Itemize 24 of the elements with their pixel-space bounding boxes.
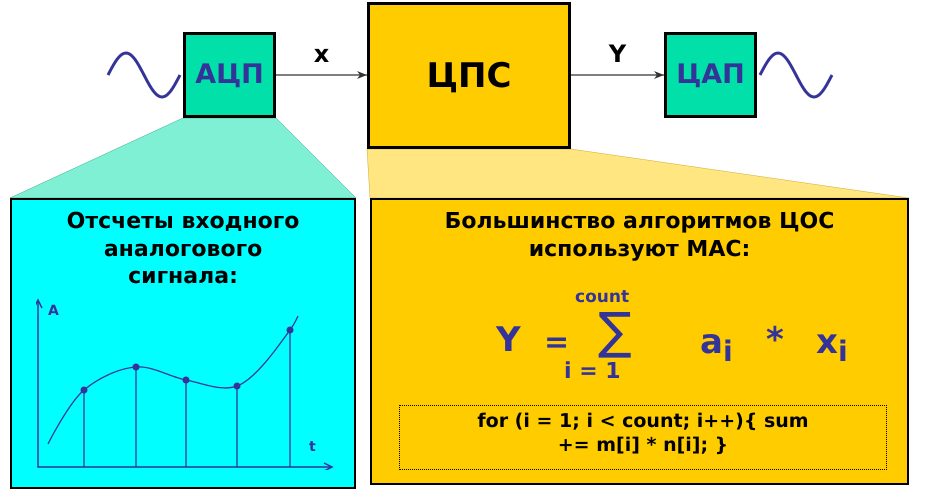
panel-heading: Большинство алгоритмов ЦОС используют МАС:	[444, 208, 836, 263]
panel-heading: Отсчеты входного аналогового сигнала:	[66, 208, 300, 290]
code-box	[399, 405, 887, 470]
sum-symbol: ∑	[598, 304, 632, 359]
formula-term: =	[544, 326, 570, 359]
converter-box	[183, 32, 276, 118]
formula-term: i = 1	[564, 360, 621, 384]
processor-box	[367, 2, 571, 149]
axis-label: A	[48, 304, 59, 320]
formula-term: Y	[496, 322, 521, 360]
code-text: for (i = 1; i < count; i++){ sum += m[i] * n[i]; }	[476, 410, 810, 458]
block-label: ЦАП	[675, 58, 746, 92]
converter-box	[664, 32, 757, 118]
detail-panel	[10, 198, 356, 489]
formula-term: count	[575, 288, 630, 307]
axis-label: t	[309, 440, 316, 456]
formula-term: *	[766, 322, 784, 360]
block-label: АЦП	[194, 58, 265, 92]
arrow	[276, 71, 367, 79]
block-label: ЦПС	[426, 54, 512, 97]
arrow	[571, 71, 664, 79]
detail-panel	[370, 198, 909, 485]
formula-term: a$_{i}$	[700, 324, 733, 367]
formula-term: x$_{i}$	[816, 324, 848, 367]
